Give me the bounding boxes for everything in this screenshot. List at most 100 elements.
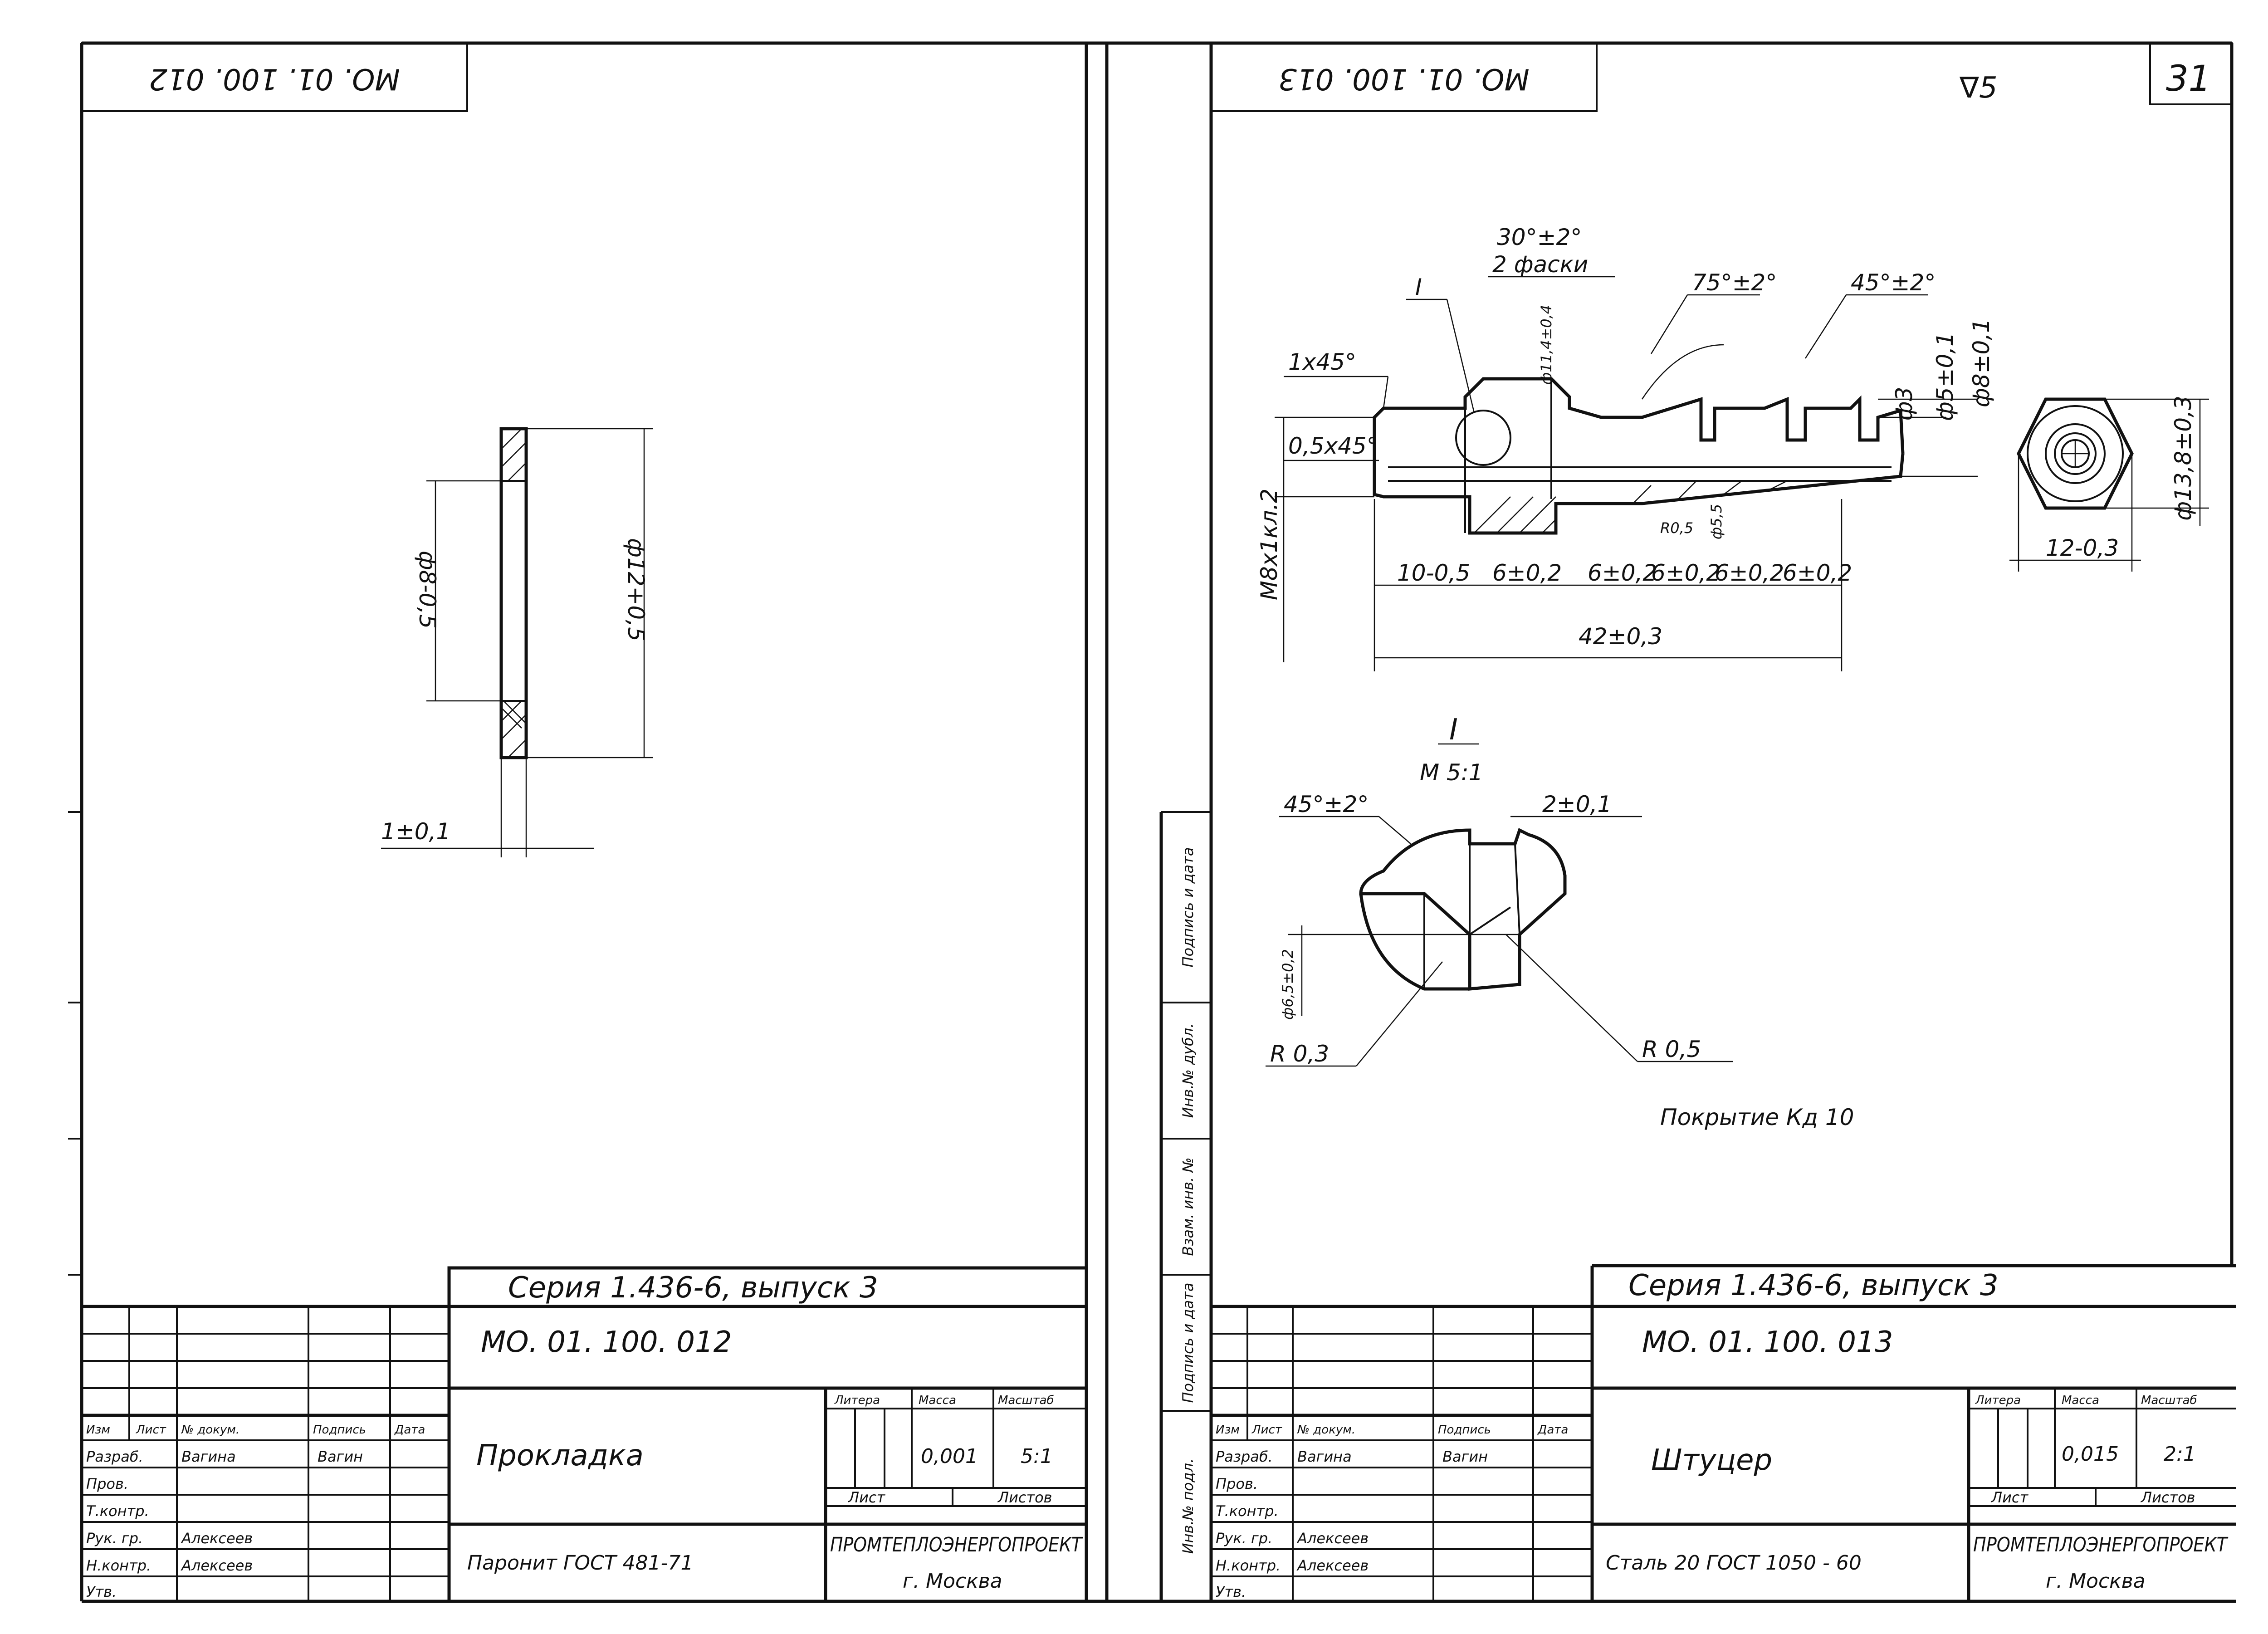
left-label-massa: Масса bbox=[919, 1394, 956, 1407]
left-role-docno: № докум. bbox=[181, 1423, 240, 1437]
right-name-razrab: Вагина bbox=[1297, 1448, 1352, 1465]
right-massa: 0,015 bbox=[2062, 1443, 2119, 1466]
dim-thread: М8х1кл.2 bbox=[1256, 489, 1282, 600]
left-name-nach: Алексеев bbox=[181, 1530, 253, 1547]
left-role-sign: Подпись bbox=[313, 1423, 366, 1437]
dim-seg1: 10-0,5 bbox=[1397, 560, 1470, 586]
left-role-list: Лист bbox=[136, 1423, 166, 1437]
side-label-1: Подпись и дата bbox=[1179, 847, 1197, 967]
left-label-listov: Листов bbox=[997, 1489, 1052, 1506]
gasket-outer-dia: ф12+0,5 bbox=[623, 538, 649, 641]
left-material: Паронит ГОСТ 481-71 bbox=[467, 1551, 693, 1575]
left-sign-razrab: Вагин bbox=[318, 1448, 363, 1465]
left-city: г. Москва bbox=[903, 1570, 1002, 1593]
right-role-prov: Пров. bbox=[1216, 1475, 1258, 1492]
right-doc-code: МО. 01. 100. 013 bbox=[1642, 1326, 1893, 1359]
coating-note: Покрытие Кд 10 bbox=[1660, 1104, 1854, 1130]
right-role-sign: Подпись bbox=[1438, 1423, 1491, 1437]
gasket-inner-dia: ф8-0,5 bbox=[414, 551, 440, 629]
right-title-block: Серия 1.436-6, выпуск 3 МО. 01. 100. 013… bbox=[1211, 1264, 2236, 1601]
dim-angle1: 30°±2° bbox=[1497, 224, 1582, 250]
dim-chamfer2: 0,5х45° bbox=[1288, 433, 1378, 459]
left-name-razrab: Вагина bbox=[181, 1448, 236, 1465]
side-label-5: Инв.№ подл. bbox=[1179, 1458, 1197, 1554]
right-part-name: Штуцер bbox=[1651, 1443, 1772, 1477]
side-label-4: Подпись и дата bbox=[1179, 1282, 1197, 1403]
left-role-razrab: Разраб. bbox=[86, 1448, 143, 1465]
left-role-tkontr: Т.контр. bbox=[86, 1502, 149, 1520]
left-org: ПРОМТЕПЛОЭНЕРГОПРОЕКТ bbox=[830, 1533, 1083, 1556]
left-corner-stamp: МО. 01. 100. 012 bbox=[81, 42, 468, 112]
dim-hex-outer: ф13,8±0,3 bbox=[2170, 396, 2196, 521]
dim-d3: ф3 bbox=[1891, 387, 1917, 421]
dim-d8: ф8±0,1 bbox=[1968, 318, 1994, 407]
dim-seg2: 6±0,2 bbox=[1492, 560, 1562, 586]
detail-scale: М 5:1 bbox=[1420, 759, 1483, 786]
dim-across-flats: 12-0,3 bbox=[2046, 535, 2119, 561]
dim-angle3: 45°±2° bbox=[1851, 269, 1936, 296]
side-label-2: Инв.№ дубл. bbox=[1179, 1023, 1197, 1118]
gasket-thickness: 1±0,1 bbox=[381, 818, 450, 845]
dim-angle2: 75°±2° bbox=[1692, 269, 1777, 296]
detail-width: 2±0,1 bbox=[1542, 791, 1612, 817]
detail-view-I: I М 5:1 45°±2° 2±0,1 ф6,5±0,2 R 0,3 R 0,… bbox=[1266, 713, 1733, 1067]
right-name-nach: Алексеев bbox=[1296, 1530, 1369, 1547]
left-name-nkontr: Алексеев bbox=[181, 1557, 253, 1574]
right-role-utv: Утв. bbox=[1216, 1583, 1246, 1600]
dim-total: 42±0,3 bbox=[1579, 623, 1662, 650]
right-role-tkontr: Т.контр. bbox=[1216, 1502, 1279, 1520]
detail-r1: R 0,3 bbox=[1270, 1041, 1329, 1067]
left-role-prov: Пров. bbox=[86, 1475, 128, 1492]
dim-r05: R0,5 bbox=[1660, 519, 1693, 537]
right-label-list: Лист bbox=[1991, 1489, 2028, 1506]
dim-hex-dia: ф11,4±0,4 bbox=[1538, 305, 1555, 385]
right-corner-stamp: МО. 01. 100. 013 bbox=[1210, 42, 1598, 112]
sheet-number-box: 31 bbox=[2149, 42, 2233, 105]
left-title-block: Серия 1.436-6, выпуск 3 МО. 01. 100. 012… bbox=[82, 1266, 1088, 1601]
fitting-main-view: 42±0,3 10-0,5 6±0,2 6±0,2 6±0,2 6±0,2 6±… bbox=[1256, 224, 1994, 671]
left-role-utv: Утв. bbox=[86, 1583, 117, 1600]
right-label-listov: Листов bbox=[2141, 1489, 2195, 1506]
dim-d55: ф5,5 bbox=[1708, 504, 1725, 539]
left-corner-code: МО. 01. 100. 012 bbox=[149, 62, 400, 95]
detail-title: I bbox=[1449, 713, 1458, 747]
left-doc-code: МО. 01. 100. 012 bbox=[481, 1326, 732, 1359]
dim-seg4: 6±0,2 bbox=[1651, 560, 1721, 586]
right-role-izm: Изм bbox=[1216, 1423, 1240, 1437]
left-role-nach: Рук. гр. bbox=[86, 1530, 143, 1547]
left-series: Серия 1.436-6, выпуск 3 bbox=[508, 1271, 878, 1305]
dim-seg3: 6±0,2 bbox=[1588, 560, 1657, 586]
dim-d5: ф5±0,1 bbox=[1932, 332, 1958, 421]
right-material: Сталь 20 ГОСТ 1050 - 60 bbox=[1606, 1551, 1862, 1575]
right-sign-razrab: Вагин bbox=[1442, 1448, 1488, 1465]
gasket-drawing: ф8-0,5 ф12+0,5 1±0,1 bbox=[381, 427, 653, 857]
fitting-end-view: 12-0,3 ф13,8±0,3 bbox=[2009, 396, 2209, 572]
side-strip: Подпись и дата Инв.№ дубл. Взам. инв. № … bbox=[1159, 811, 1211, 1601]
left-massa: 0,001 bbox=[921, 1445, 978, 1468]
left-label-list: Лист bbox=[848, 1489, 885, 1506]
sheet-frames bbox=[68, 41, 2236, 1603]
right-signature-grid: Изм Лист № докум. Подпись Дата Разраб. П… bbox=[1211, 1306, 1592, 1601]
detail-dia: ф6,5±0,2 bbox=[1279, 949, 1296, 1020]
dim-chamfer1: 1х45° bbox=[1288, 349, 1356, 375]
right-scale: 2:1 bbox=[2164, 1443, 2196, 1466]
right-label-masshtab: Масштаб bbox=[2141, 1394, 2197, 1407]
left-role-izm: Изм bbox=[86, 1423, 110, 1437]
left-label-masshtab: Масштаб bbox=[998, 1394, 1054, 1407]
right-role-nach: Рук. гр. bbox=[1216, 1530, 1272, 1547]
left-role-date: Дата bbox=[394, 1423, 425, 1437]
right-label-massa: Масса bbox=[2062, 1394, 2099, 1407]
dim-seg6: 6±0,2 bbox=[1783, 560, 1852, 586]
right-role-date: Дата bbox=[1537, 1423, 1568, 1437]
left-label-litera: Литера bbox=[834, 1394, 880, 1407]
roughness-mark: ∇5 bbox=[1959, 71, 1998, 105]
mark-I: I bbox=[1415, 274, 1422, 300]
sheet-number: 31 bbox=[2166, 59, 2211, 99]
right-city: г. Москва bbox=[2046, 1570, 2146, 1593]
detail-angle: 45°±2° bbox=[1284, 791, 1369, 817]
right-series: Серия 1.436-6, выпуск 3 bbox=[1628, 1269, 1999, 1302]
right-role-list: Лист bbox=[1251, 1423, 1282, 1437]
right-name-nkontr: Алексеев bbox=[1296, 1557, 1369, 1574]
left-role-nkontr: Н.контр. bbox=[86, 1557, 151, 1574]
